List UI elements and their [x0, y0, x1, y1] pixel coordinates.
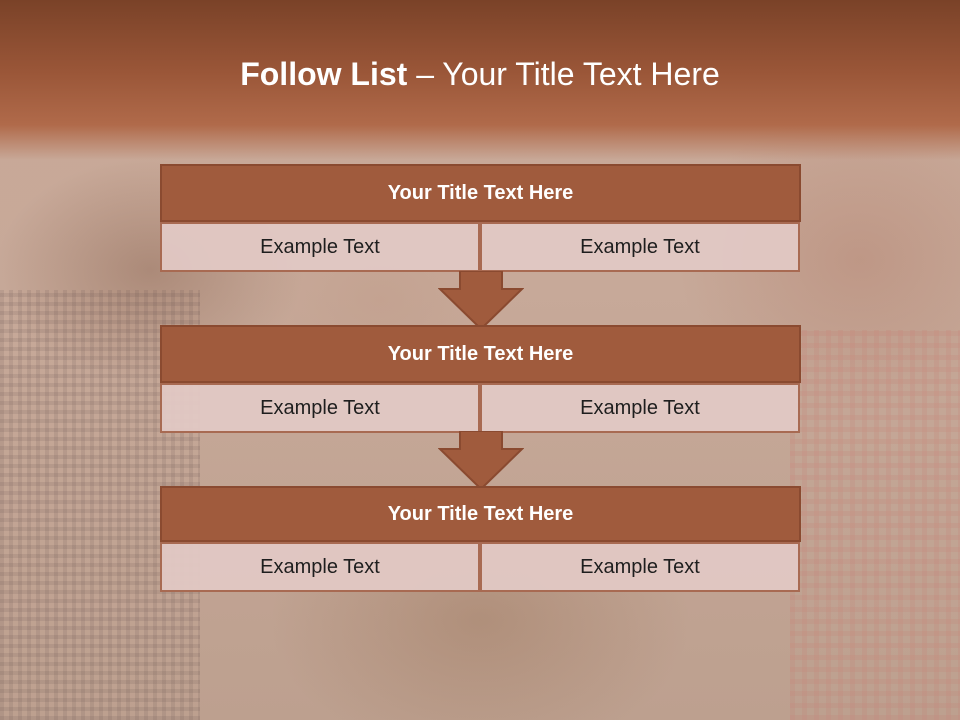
- down-arrow-icon: [438, 431, 524, 491]
- list-block-1: Your Title Text Here Example Text Exampl…: [160, 164, 801, 272]
- block-right-cell: Example Text: [480, 383, 800, 433]
- block-left-cell: Example Text: [160, 383, 480, 433]
- slide-title: Follow List – Your Title Text Here: [0, 56, 960, 93]
- block-right-cell: Example Text: [480, 222, 800, 272]
- block-title: Your Title Text Here: [160, 325, 801, 383]
- block-left-cell: Example Text: [160, 222, 480, 272]
- header-band: [0, 0, 960, 160]
- background-photo-right: [790, 330, 960, 720]
- block-right-cell: Example Text: [480, 542, 800, 592]
- title-rest: – Your Title Text Here: [407, 56, 720, 92]
- down-arrow-icon: [438, 271, 524, 331]
- list-block-2: Your Title Text Here Example Text Exampl…: [160, 325, 801, 433]
- block-left-cell: Example Text: [160, 542, 480, 592]
- list-block-3: Your Title Text Here Example Text Exampl…: [160, 486, 801, 593]
- block-title: Your Title Text Here: [160, 486, 801, 542]
- block-title: Your Title Text Here: [160, 164, 801, 222]
- title-bold: Follow List: [240, 56, 408, 92]
